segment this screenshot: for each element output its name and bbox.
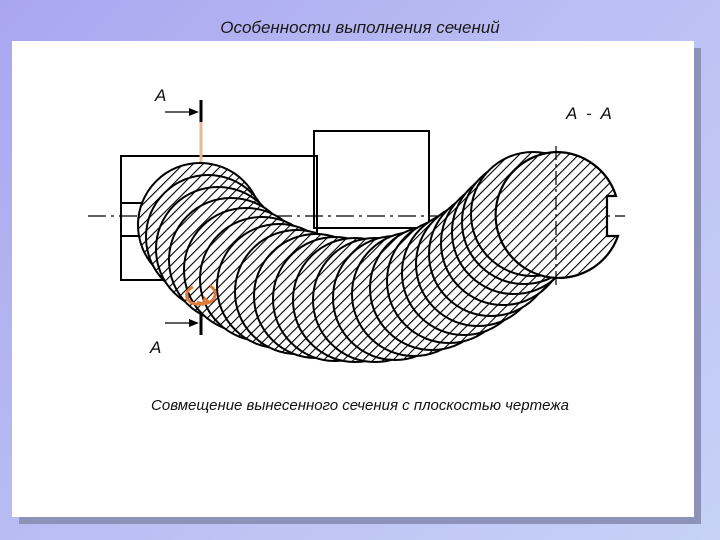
view-arrowhead-bottom [189,319,199,327]
slide-title: Особенности выполнения сечений [220,18,500,37]
removed-section [494,146,620,286]
section-label-bottom: А [150,338,162,357]
section-view-label: А - А [566,104,614,123]
section-hatching [495,152,618,278]
section-label-top: А [155,86,167,105]
caption: Совмещение вынесенного сечения с плоскос… [151,397,569,414]
rotation-arrow-icon [185,284,217,306]
section-contour [494,150,620,280]
shaft-collar [313,130,430,229]
view-arrowhead-top [189,108,199,116]
rotation-arrowhead-icon [202,296,212,306]
